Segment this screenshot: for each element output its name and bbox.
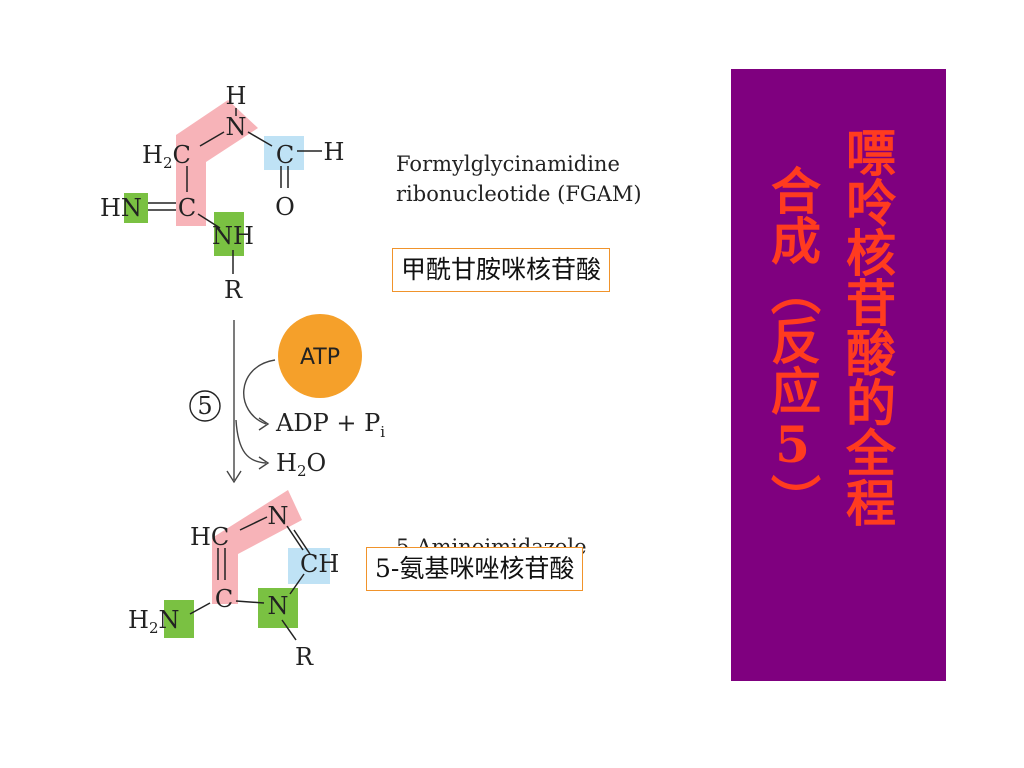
bond [199,131,225,147]
atom-c-formyl: C [276,141,294,169]
atom-ch: CH [300,550,339,578]
fgam-green-highlight-nh [214,212,244,256]
fgam-name-line2: ribonucleotide (FGAM) [396,182,642,206]
air-pink-highlight [212,490,302,604]
atom-n-ring: N [268,502,289,530]
atom-hc: HC [190,523,229,551]
atom-r: R [224,276,243,304]
step-number-circle [189,390,221,422]
atom-h2c: H2C [142,141,191,172]
fgam-pink-highlight [176,100,258,226]
cofactor-curve-h2o [235,419,267,464]
atom-o: O [275,193,295,221]
atom-hn: HN [100,194,142,222]
title-column-1: 嘌呤核苷酸的全程 [838,127,897,527]
air-chinese-label: 5-氨基咪唑核苷酸 [366,547,584,591]
air-green-highlight-nh2 [164,600,194,638]
air-green-highlight-n [258,588,298,628]
bond [247,131,273,147]
atom-c-amidine: C [178,194,196,222]
fgam-structure: H N H2C C H O HN C NH R [100,82,344,304]
bond [239,516,268,531]
atom-h-formyl: H [324,138,345,166]
bond [289,573,305,595]
atom-c-ring: C [215,585,233,613]
adp-pi-label: ADP + Pi [275,409,385,441]
air-blue-highlight [288,548,330,584]
reaction-step-5: 5 ATP ADP + Pi H2O [189,314,385,484]
title-panel: 嘌呤核苷酸的全程 合成（反应5） [731,69,946,681]
cofactor-curve-adp [243,359,276,425]
atp-circle [278,314,362,398]
atp-label: ATP [300,345,340,370]
cofactor-arrowhead-h2o [258,456,270,470]
step-number: 5 [197,392,212,420]
atom-n-glycosidic: N [268,592,289,620]
fgam-green-highlight-n [124,193,148,223]
air-structure: HC N CH C N H2N R [128,490,339,671]
title-column-2: 合成（反应5） [763,165,822,524]
bond [281,619,297,641]
fgam-blue-highlight [264,136,304,170]
cofactor-arrowhead-adp [258,417,270,431]
bond [197,213,221,229]
fgam-name-line1: Formylglycinamidine [396,152,620,176]
bond [286,525,304,551]
atom-r-air: R [295,643,314,671]
bond [235,600,265,604]
reaction-arrowhead [226,470,242,484]
reaction-diagram: H N H2C C H O HN C NH R Formylglycinamid… [100,82,642,671]
fgam-chinese-label: 甲酰甘胺咪核苷酸 [392,248,611,292]
atom-h: H [226,82,247,110]
atom-nh: NH [212,222,254,250]
atom-h2n: H2N [128,606,179,637]
bond [293,529,311,555]
bond [189,602,211,615]
atom-n: N [226,113,247,141]
h2o-label: H2O [276,449,326,480]
